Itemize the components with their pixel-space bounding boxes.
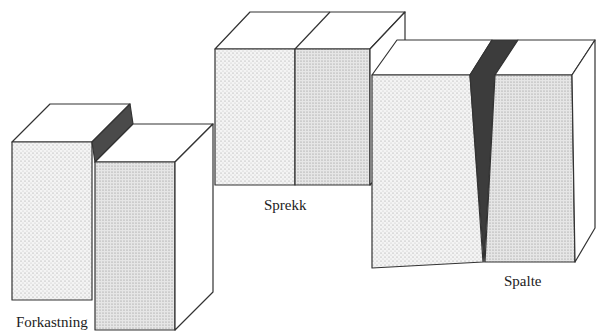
block-caption: Spalte (504, 272, 542, 290)
fissure-block (372, 40, 595, 268)
fault-block (12, 104, 213, 330)
block-caption: Forkastning (16, 313, 88, 331)
block-caption: Sprekk (264, 196, 307, 214)
